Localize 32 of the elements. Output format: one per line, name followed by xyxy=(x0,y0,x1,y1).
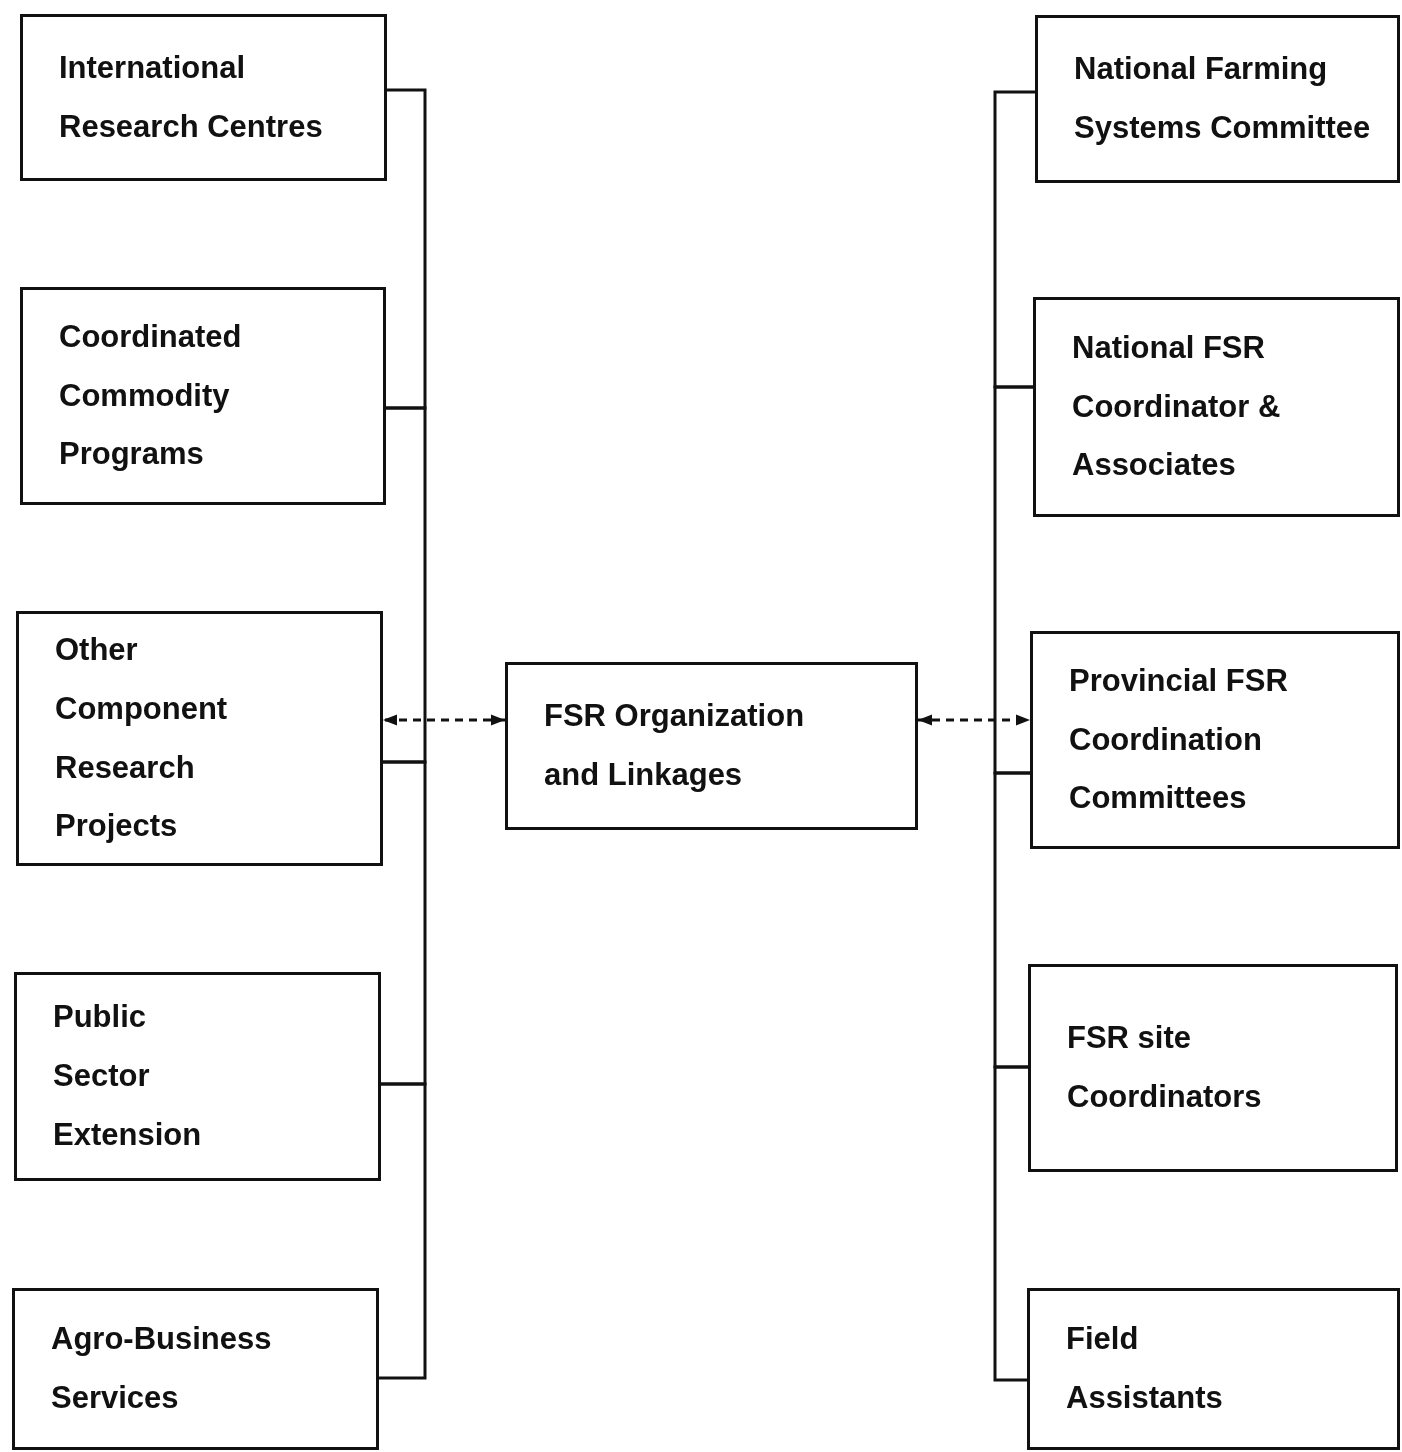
org-box xyxy=(20,287,386,505)
org-box xyxy=(1033,297,1400,517)
arrow xyxy=(918,714,1030,726)
org-box xyxy=(20,14,387,181)
bracket-line xyxy=(386,88,427,410)
arrow xyxy=(383,714,505,726)
org-box xyxy=(12,1288,379,1450)
box-label: National FSR Coordinator & Associates xyxy=(1072,328,1282,485)
box-label: FSR Organization and Linkages xyxy=(544,697,806,794)
bracket-line xyxy=(993,385,1033,775)
org-box xyxy=(1030,631,1400,849)
bracket-line xyxy=(993,771,1030,1069)
org-box xyxy=(505,662,918,830)
bracket-line xyxy=(993,1065,1028,1382)
org-box xyxy=(14,972,381,1181)
org-box xyxy=(16,611,383,866)
box-label: Provincial FSR Coordination Committees xyxy=(1069,661,1289,818)
box-label: International Research Centres xyxy=(59,48,324,146)
box-label: Other Component Research Projects xyxy=(55,630,229,846)
box-label: National Farming Systems Committee xyxy=(1074,50,1372,147)
org-box xyxy=(1035,15,1400,183)
bracket-line xyxy=(381,760,427,1086)
bracket-line xyxy=(379,1082,427,1380)
box-label: Field Assistants xyxy=(1066,1320,1224,1417)
org-box xyxy=(1028,964,1398,1172)
bracket-line xyxy=(383,406,427,764)
box-label: FSR site Coordinators xyxy=(1067,1019,1263,1116)
box-label: Agro-Business Services xyxy=(51,1320,273,1417)
org-box xyxy=(1027,1288,1400,1450)
box-label: Coordinated Commodity Programs xyxy=(59,317,243,474)
bracket-line xyxy=(993,90,1035,389)
box-label: Public Sector Extension xyxy=(53,998,203,1154)
